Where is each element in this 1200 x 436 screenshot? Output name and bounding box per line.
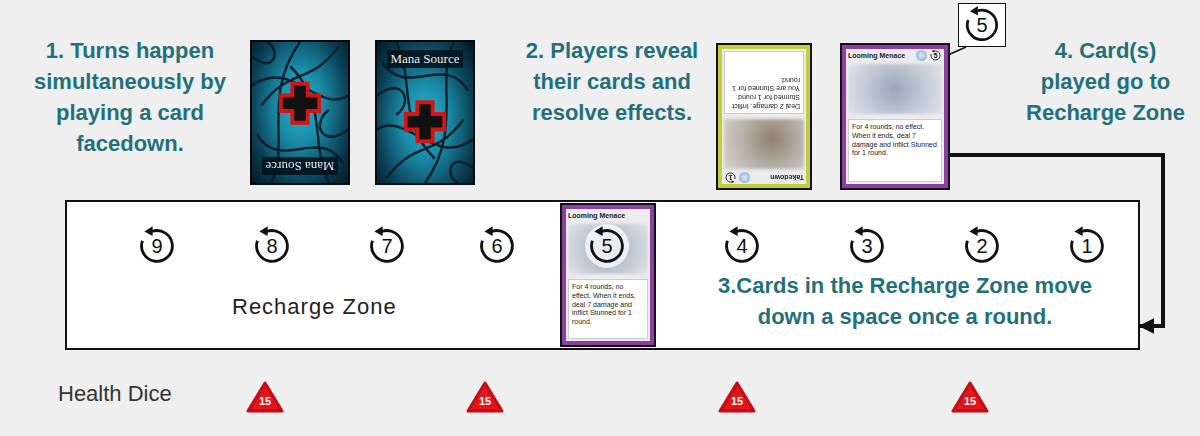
card-picture: [848, 64, 942, 114]
card-back: Mana Source: [375, 40, 475, 185]
card-header: Looming Menace 5: [846, 49, 944, 62]
recharge-slot: 3: [845, 224, 889, 268]
health-die: 15: [950, 380, 990, 414]
recharge-icon: 1: [724, 171, 737, 184]
recharge-slot: 7: [365, 224, 409, 268]
step-text: 4. Card(s) played go to Recharge Zone: [1023, 35, 1188, 128]
label-box: 4. Card(s) played go to Recharge Zone: [1023, 35, 1188, 128]
cost-gem: [739, 172, 750, 183]
recharge-slot: 5: [585, 224, 629, 268]
recharge-slot: 6: [475, 224, 519, 268]
zoom-callout: 5: [958, 3, 1006, 47]
card-text: For 4 rounds, no effect. When it ends, d…: [848, 119, 942, 182]
slot-number: 5: [601, 235, 612, 258]
slot-number: 3: [861, 235, 872, 258]
card-back: Mana Source: [250, 40, 350, 185]
die-value: 15: [964, 380, 976, 407]
label-box: 3.Cards in the Recharge Zone move down a…: [700, 270, 1110, 332]
slot-number: 8: [266, 235, 277, 258]
slot-number: 6: [491, 235, 502, 258]
card-name: Mana Source: [387, 50, 464, 68]
card-text: For 4 rounds, no effect. When it ends, d…: [568, 279, 648, 339]
step-text: 2. Players reveal their cards and resolv…: [512, 35, 712, 128]
health-die: 15: [465, 380, 505, 414]
label-box: Health Dice: [58, 381, 218, 407]
die-value: 15: [731, 380, 743, 407]
cost-gem: [916, 50, 927, 61]
callout-number: 5: [976, 14, 987, 37]
die-value: 15: [479, 380, 491, 407]
label-box: 2. Players reveal their cards and resolv…: [512, 35, 712, 128]
slot-number: 9: [151, 235, 162, 258]
card-header: Takedown 1: [722, 171, 806, 184]
recharge-slot: 2: [960, 224, 1004, 268]
connector: [948, 47, 966, 55]
slot-number: 1: [1081, 235, 1092, 258]
card-front: Takedown 1 Deal 2 damage. Inflict Stunned …: [718, 45, 810, 188]
card-picture: [724, 119, 804, 169]
recharge-number: 1: [729, 174, 733, 181]
recharge-slot: 1: [1065, 224, 1109, 268]
recharge-slot: 4: [720, 224, 764, 268]
health-die: 15: [717, 380, 757, 414]
recharge-icon: 5: [929, 49, 942, 62]
label-text: Health Dice: [58, 381, 218, 407]
card-title: Takedown: [752, 174, 804, 181]
card-name: Mana Source: [262, 157, 339, 175]
card-header: Looming Menace: [566, 209, 650, 222]
recharge-slot: 9: [135, 224, 179, 268]
card-text: Deal 2 damage. Inflict Stunned for 1 rou…: [724, 51, 804, 114]
card-front: Looming Menace 5For 4 rounds, no effect. …: [842, 45, 948, 188]
card-title: Looming Menace: [848, 52, 914, 59]
recharge-slot: 8: [250, 224, 294, 268]
die-value: 15: [259, 380, 271, 407]
step-text: 3.Cards in the Recharge Zone move down a…: [700, 270, 1110, 332]
slot-number: 4: [736, 235, 747, 258]
slot-number: 2: [976, 235, 987, 258]
recharge-number: 5: [934, 52, 938, 59]
health-die: 15: [245, 380, 285, 414]
slot-number: 7: [381, 235, 392, 258]
label-box: 1. Turns happen simultaneously by playin…: [18, 35, 242, 159]
zone-title: Recharge Zone: [232, 294, 397, 320]
card-title: Looming Menace: [568, 212, 648, 219]
step-text: 1. Turns happen simultaneously by playin…: [18, 35, 242, 159]
